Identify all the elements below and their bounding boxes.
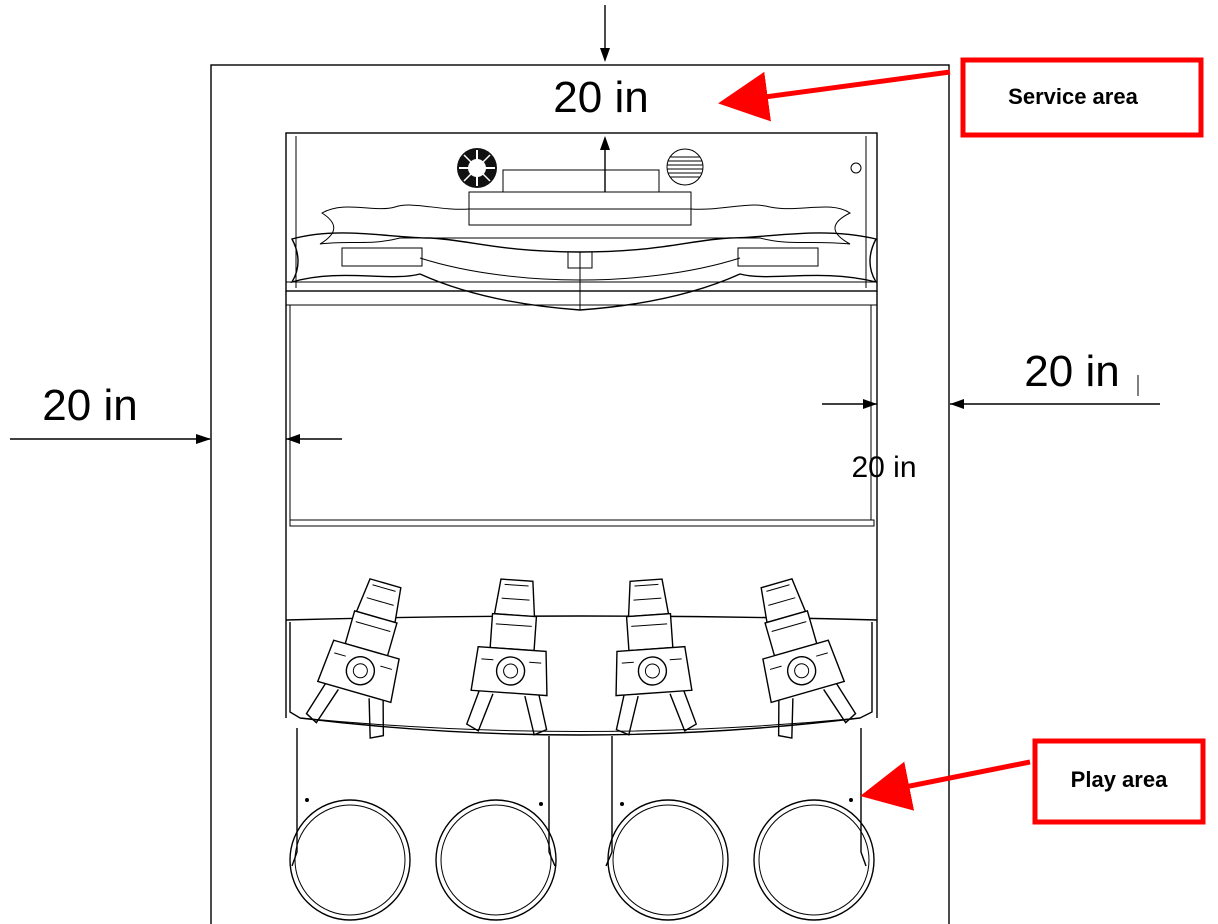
- top-dimension-line: [600, 5, 610, 192]
- player-station-1: [305, 578, 402, 739]
- play-area-arrow: [860, 759, 1031, 811]
- cabinet-body: [285, 291, 878, 718]
- play-area-label: Play area: [1071, 767, 1168, 792]
- player-station-3: [615, 578, 698, 736]
- service-area-callout: Service area: [718, 57, 1204, 138]
- right-outer-clearance-label: 20 in: [1024, 347, 1119, 396]
- marquee-assembly: [290, 204, 878, 311]
- fan-icon: [457, 148, 497, 188]
- rear-service-housing: [285, 132, 878, 292]
- foot-pedal: [435, 799, 557, 921]
- foot-pedal: [289, 799, 411, 921]
- player-station-2: [465, 578, 548, 736]
- player-station-4: [760, 578, 857, 739]
- service-area-label: Service area: [1008, 84, 1138, 109]
- left-dimension-line: [10, 434, 342, 444]
- control-panel-box: [502, 169, 660, 193]
- play-area-callout: Play area: [860, 738, 1206, 825]
- left-clearance-label: 20 in: [42, 381, 137, 430]
- clearance-boundary: [210, 64, 950, 924]
- key-lock-icon: [850, 162, 862, 174]
- pedal-unit-right: [605, 728, 875, 921]
- service-area-arrow: [718, 69, 951, 122]
- vent-grille-icon: [666, 148, 704, 186]
- pedal-unit-left: [289, 728, 557, 921]
- top-clearance-label: 20 in: [553, 73, 648, 122]
- right-inner-clearance-label: 20 in: [851, 451, 916, 484]
- foot-pedal: [753, 799, 875, 921]
- right-dimension-line: [822, 375, 1160, 409]
- foot-pedal: [607, 799, 729, 921]
